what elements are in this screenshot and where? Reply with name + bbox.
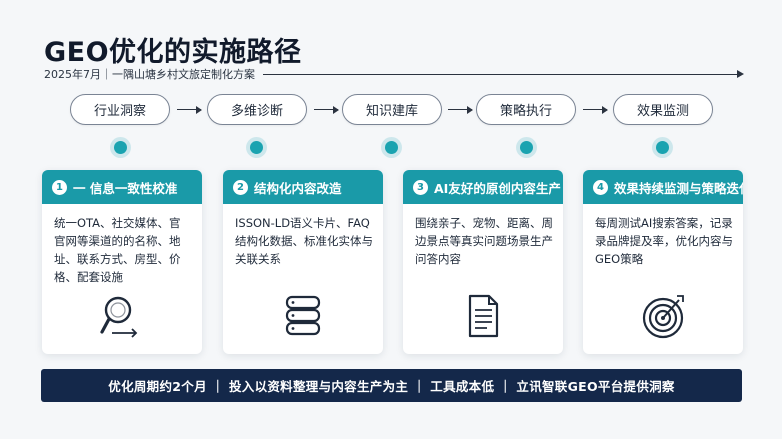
card-header: 3 AI友好的原创内容生产 [403,170,563,204]
timeline-dot [385,141,398,154]
card-description: 每周测试AI搜索答案，记录录品牌提及率，优化内容与GEO策略 [595,216,733,266]
card-title: 一 信息一致性校准 [73,180,178,196]
database-icon [285,295,321,336]
page-title: GEO优化的实施路径 [44,37,302,68]
card-header: 4 效果持续监测与策略迭代 [583,170,743,204]
flow-step-effect-monitoring: 效果监测 [613,94,713,125]
step-number-badge: 3 [413,179,428,195]
step-number-badge: 2 [233,179,248,195]
flow-step-knowledge-base: 知识建库 [342,94,442,125]
subtitle-divider-line [244,74,738,75]
timeline-dot [656,141,669,154]
card-header: 2 结构化内容改造 [223,170,383,204]
flow-step-diagnosis: 多维诊断 [207,94,307,125]
arrow-right-icon [737,70,744,78]
subtitle-row: 2025年7月｜一隅山塘乡村文旅定制化方案 [44,66,744,82]
timeline-dot [520,141,533,154]
timeline-dot [250,141,263,154]
arrow-right-icon [583,104,608,115]
arrow-right-icon [177,104,202,115]
card-monitoring: 4 效果持续监测与策略迭代 每周测试AI搜索答案，记录录品牌提及率，优化内容与G… [583,170,743,354]
timeline-dot [114,141,127,154]
card-header: 1 一 信息一致性校准 [42,170,202,204]
card-title: 效果持续监测与策略迭代 [614,180,743,196]
card-description: 围绕亲子、宠物、距离、周边景点等真实问题场景生产问答内容 [415,216,553,266]
flow-step-industry-insight: 行业洞察 [70,94,170,125]
step-number-badge: 4 [593,179,608,195]
card-title: AI友好的原创内容生产 [434,180,561,196]
flow-step-strategy-execution: 策略执行 [476,94,576,125]
card-description: 统一OTA、社交媒体、官官网等渠道的的名称、地址、联系方式、房型、价格、配套设施 [54,216,181,284]
footer-summary-bar: 优化周期约2个月 ｜ 投入以资料整理与内容生产为主 ｜ 工具成本低 ｜ 立讯智联… [41,369,742,402]
card-info-consistency: 1 一 信息一致性校准 统一OTA、社交媒体、官官网等渠道的的名称、地址、联系方… [42,170,202,354]
step-number-badge: 1 [52,179,67,195]
arrow-right-icon [314,104,339,115]
document-icon [468,294,499,338]
arrow-right-icon [448,104,473,115]
subtitle: 2025年7月｜一隅山塘乡村文旅定制化方案 [44,66,263,82]
card-structured-content: 2 结构化内容改造 ISSON-LD语义卡片、FAQ结构化数据、标准化实体与关联… [223,170,383,354]
target-icon [642,295,684,339]
process-flow: 行业洞察 多维诊断 知识建库 策略执行 效果监测 [70,94,720,126]
card-description: ISSON-LD语义卡片、FAQ结构化数据、标准化实体与关联关系 [235,216,373,266]
card-title: 结构化内容改造 [254,180,342,196]
card-original-content: 3 AI友好的原创内容生产 围绕亲子、宠物、距离、周边景点等真实问题场景生产问答… [403,170,563,354]
magnifier-icon [100,296,138,338]
